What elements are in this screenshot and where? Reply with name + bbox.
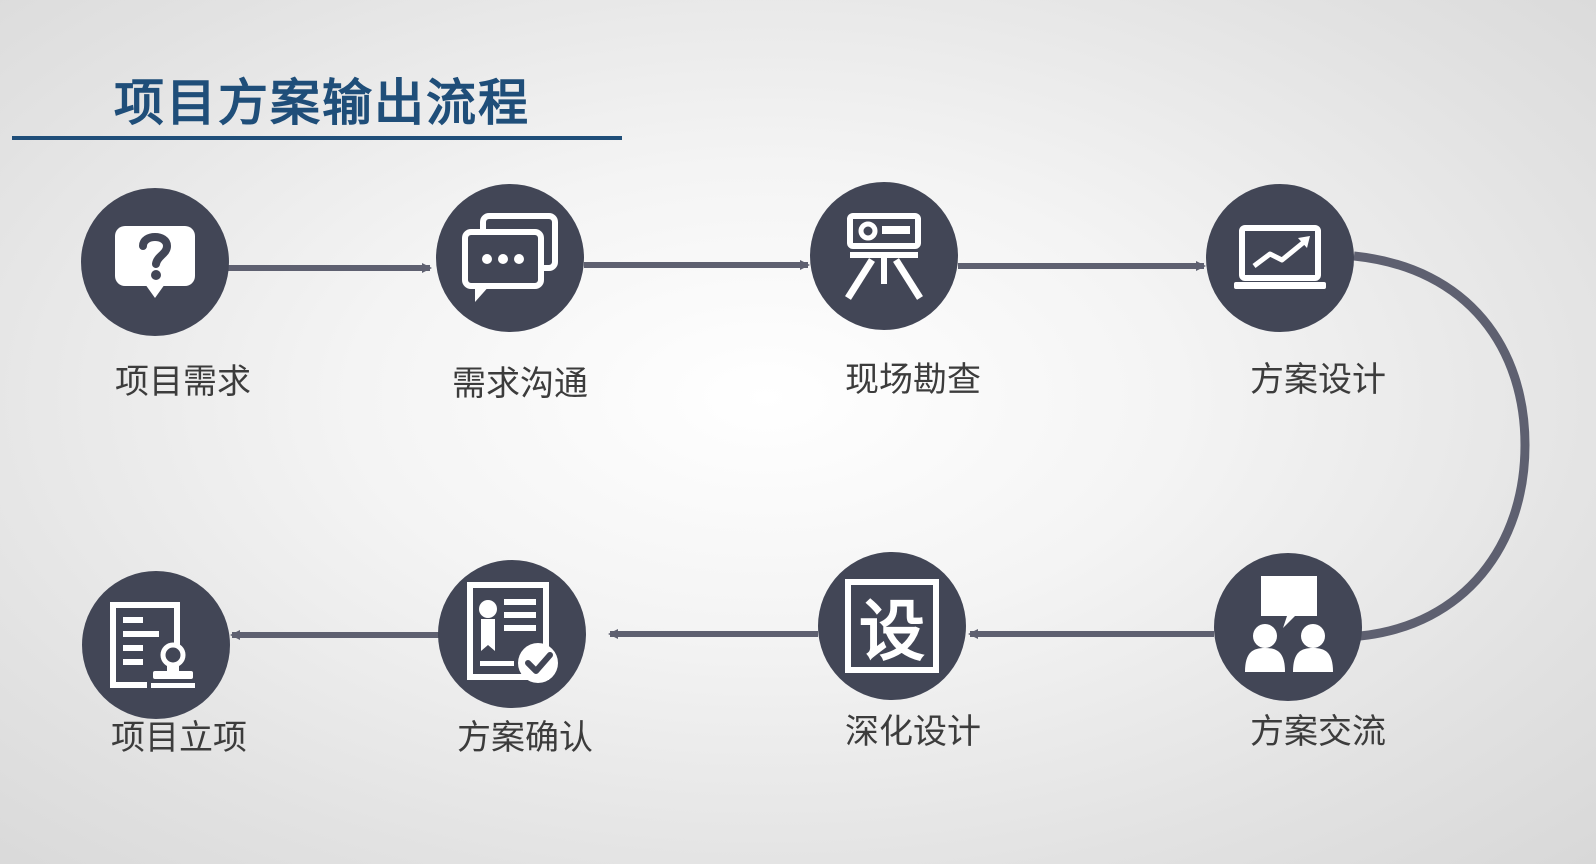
step-8-node[interactable] [82, 571, 230, 719]
title-underline [12, 136, 622, 140]
design-character-icon: 设 [845, 579, 939, 673]
step-3-label: 现场勘查 [845, 360, 981, 400]
step-7-node[interactable] [438, 560, 586, 708]
step-4-node[interactable] [1206, 184, 1354, 332]
document-stamp-icon [110, 602, 199, 689]
step-8-label: 项目立项 [111, 718, 247, 758]
step-5-node[interactable] [1214, 553, 1362, 701]
laptop-chart-icon [1234, 225, 1326, 289]
people-discussion-icon [1245, 576, 1333, 672]
page-title: 项目方案输出流程 [114, 74, 530, 132]
step-2-label: 需求沟通 [452, 364, 588, 404]
step-5-label: 方案交流 [1250, 712, 1386, 752]
survey-instrument-icon [845, 213, 923, 300]
chat-bubbles-icon [462, 213, 558, 302]
step-3-node[interactable] [810, 182, 958, 330]
design-character-glyph: 设 [859, 593, 925, 670]
certificate-check-icon [467, 582, 558, 683]
arrow-4-to-5-curve [1353, 251, 1530, 641]
step-6-label: 深化设计 [845, 712, 981, 752]
step-1-label: 项目需求 [115, 362, 251, 402]
question-bubble-icon [115, 226, 195, 298]
step-1-node[interactable] [81, 188, 229, 336]
step-6-node[interactable]: 设 [818, 552, 966, 700]
step-2-node[interactable] [436, 184, 584, 332]
step-4-label: 方案设计 [1250, 360, 1386, 400]
step-7-label: 方案确认 [457, 718, 593, 758]
